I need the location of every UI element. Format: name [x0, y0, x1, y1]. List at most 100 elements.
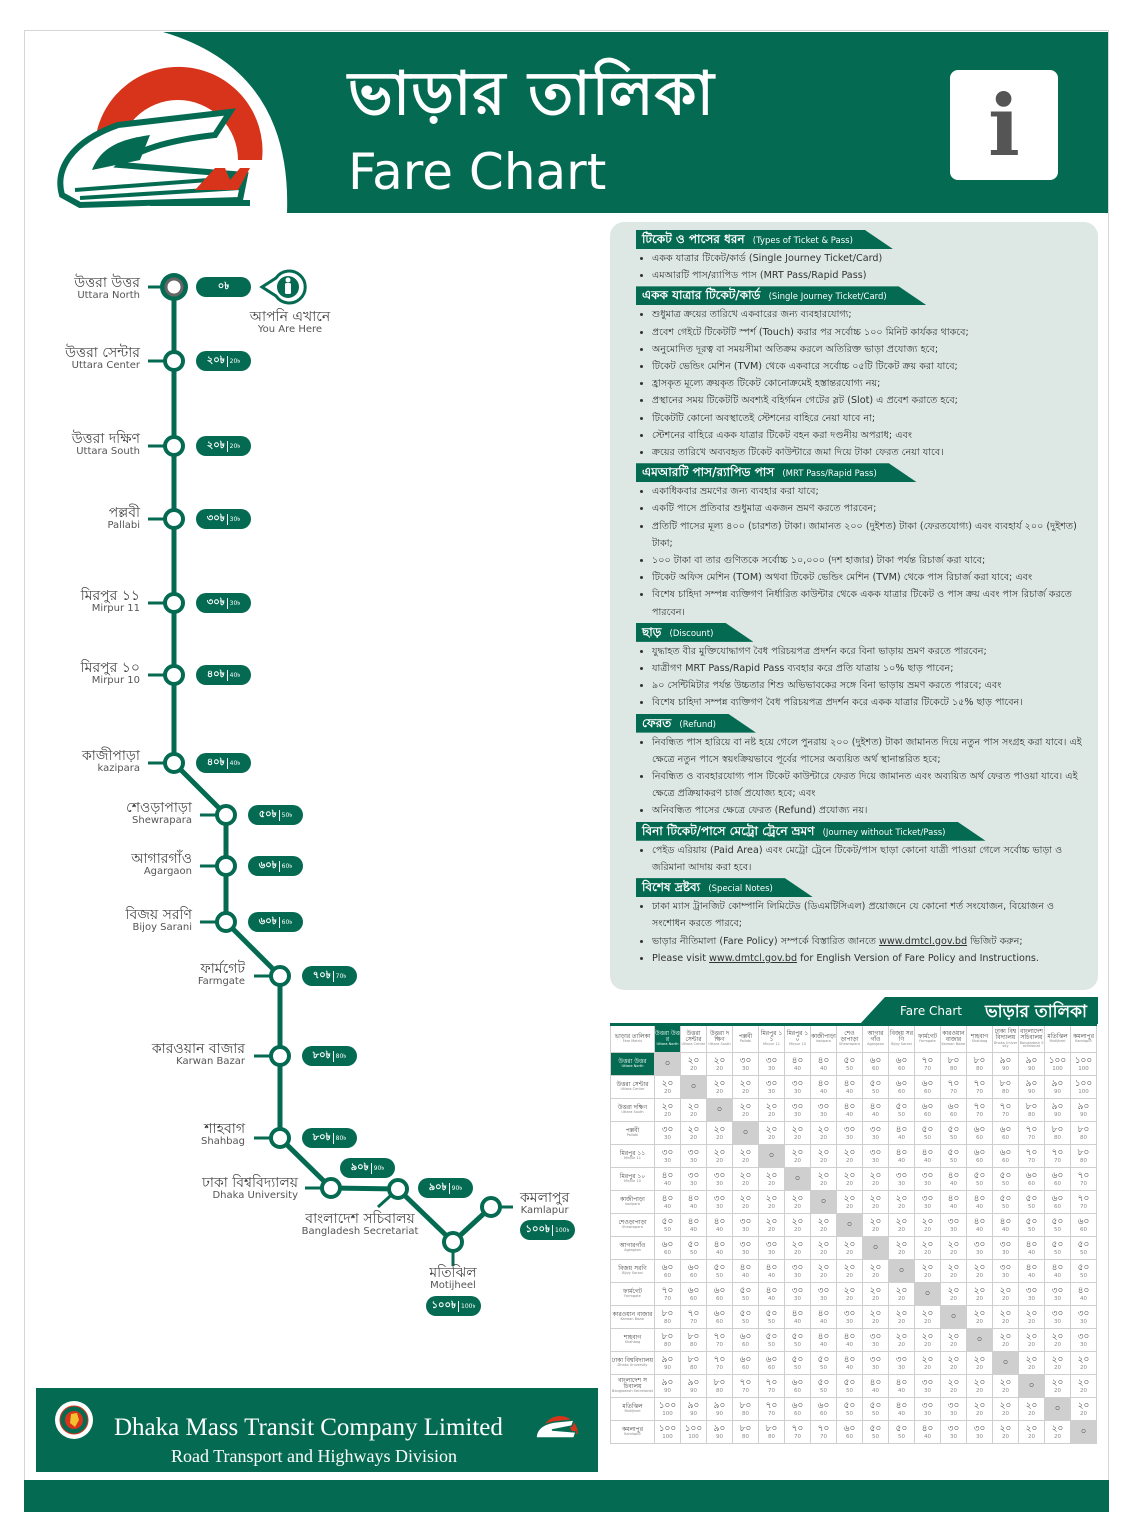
fare-badge: ১০০৳100৳: [426, 1296, 481, 1316]
dmtcl-website-link[interactable]: www.dmtcl.gov.bd: [709, 952, 798, 964]
rule-item: Please visit www.dmtcl.gov.bd for Englis…: [652, 950, 1090, 967]
station-node: [442, 1231, 464, 1253]
station-name-en: Farmgate: [197, 975, 245, 987]
station-label: বাংলাদেশ সচিবালয়Bangladesh Secretariat: [280, 1212, 440, 1237]
fare-cell: ০: [784, 1167, 811, 1191]
station-name-bn: ফার্মগেট: [200, 961, 246, 977]
row-header-station: বিজয় সরণিBijoy Sarani: [610, 1259, 655, 1283]
rules-section-heading: ছাড় (Discount): [636, 623, 753, 642]
fare-badge: ২০৳20৳: [196, 351, 251, 371]
fare-badge: ৪০৳40৳: [196, 753, 251, 773]
you-are-here-label: আপনি এখানে You Are Here: [240, 310, 340, 335]
station-name-bn: শেওড়াপাড়া: [126, 800, 192, 816]
fare-cell: ০: [940, 1305, 967, 1329]
row-header-station: কাজীপাড়াkazipara: [610, 1190, 655, 1214]
rules-list: শুধুমাত্র ক্রয়ের তারিখে একবারের জন্য ব্…: [638, 306, 1090, 461]
rule-item: যুদ্ধাহত বীর মুক্তিযোদ্ধাগণ বৈধ পরিচয়পত…: [652, 643, 1090, 660]
fare-table-title: Fare Chart ভাড়ার তালিকা: [610, 997, 1098, 1024]
station-node: [163, 350, 185, 372]
rule-item: ৯০ সেন্টিমিটার পর্যন্ত উচ্চতার শিশু অভিভ…: [652, 677, 1090, 694]
fare-badge: ২০৳20৳: [196, 436, 251, 456]
dmtcl-website-link[interactable]: www.dmtcl.gov.bd: [879, 935, 968, 947]
fare-badge: ৬০৳60৳: [248, 856, 303, 876]
fare-table-corner: ভাড়ার তালিকাFare Matrix: [610, 1024, 655, 1053]
station-name-bn: বাংলাদেশ সচিবালয়: [305, 1211, 415, 1227]
station-name-bn: ঢাকা বিশ্ববিদ্যালয়: [201, 1175, 298, 1191]
rules-list: পেইড এরিয়ায় (Paid Area) এবং মেট্রো ট্র…: [638, 842, 1090, 876]
fare-cell: ০: [706, 1098, 733, 1122]
station-name-en: kazipara: [97, 762, 141, 774]
station-name-bn: আগারগাঁও: [131, 851, 192, 867]
